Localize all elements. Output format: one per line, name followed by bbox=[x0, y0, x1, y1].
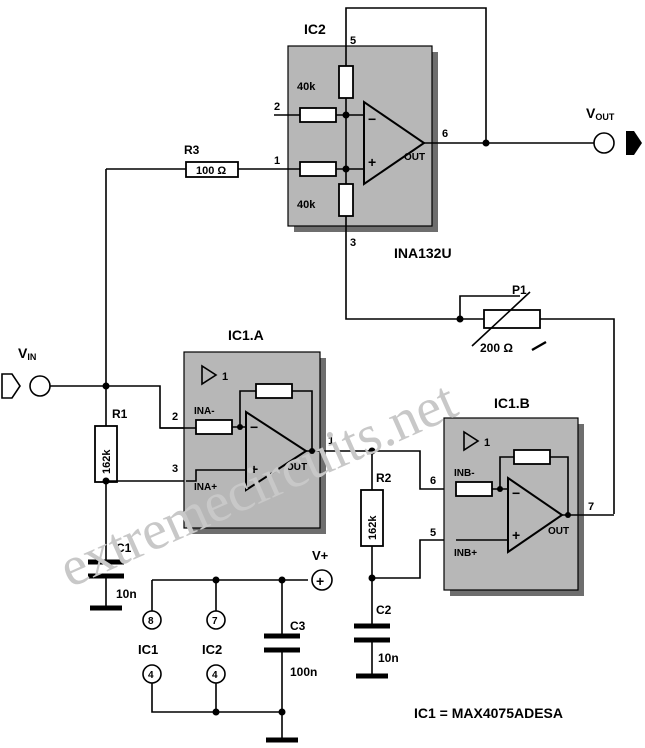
ic1a-channel: 1 bbox=[222, 371, 228, 383]
ic1b-channel: 1 bbox=[484, 437, 490, 449]
ic2-resistor-in2 bbox=[299, 107, 337, 123]
ic2-pin2: 2 bbox=[274, 101, 280, 113]
ic1-power-pin-bottom: 4 bbox=[148, 670, 154, 681]
ic1b-pin7: 7 bbox=[588, 501, 594, 513]
ic2-minus-sign: − bbox=[368, 111, 376, 127]
ic1a-pin2: 2 bbox=[172, 411, 178, 423]
p1-value: 200 Ω bbox=[480, 341, 513, 355]
p1-potentiometer bbox=[483, 309, 541, 329]
ic2-pin6: 6 bbox=[442, 128, 448, 140]
ic1b-pin5: 5 bbox=[430, 527, 436, 539]
ic1a-out-label: OUT bbox=[286, 462, 307, 473]
c1-value: 10n bbox=[116, 587, 137, 601]
ic2-out-label: OUT bbox=[404, 152, 425, 163]
ic1b-pin6: 6 bbox=[430, 475, 436, 487]
ic2-part-number: INA132U bbox=[394, 245, 452, 261]
ic2-opamp bbox=[363, 100, 426, 186]
vout-terminal bbox=[593, 132, 615, 154]
ic2-name: IC2 bbox=[304, 21, 326, 37]
vplus-plus-sign: + bbox=[316, 573, 324, 589]
ic1-pin8-circle bbox=[142, 610, 162, 630]
ic2-pin7-circle bbox=[206, 610, 226, 630]
vplus-terminal bbox=[311, 569, 333, 591]
ic1a-in-minus: INA- bbox=[194, 406, 215, 417]
ic2-resistor-top bbox=[338, 65, 354, 99]
ic1-power-pin-top: 8 bbox=[148, 616, 154, 627]
c3-name: C3 bbox=[290, 619, 306, 633]
ic1b-chip: IC1.B 1 − + INB- INB+ OUT bbox=[443, 395, 584, 596]
ic2-r-top-value: 40k bbox=[297, 81, 316, 93]
ic1a-feedback-resistor bbox=[255, 383, 293, 399]
vplus-label: V+ bbox=[312, 548, 329, 563]
ic1b-buffer-icon bbox=[463, 430, 480, 452]
ic1b-out-label: OUT bbox=[548, 526, 569, 537]
vin-arrow-icon bbox=[1, 373, 21, 399]
r3-value: 100 Ω bbox=[196, 165, 226, 177]
ic2-pin5: 5 bbox=[350, 35, 356, 47]
ic1a-in-plus: INA+ bbox=[194, 482, 217, 493]
ic1b-plus-sign: + bbox=[512, 527, 520, 543]
ic1a-minus-sign: − bbox=[250, 419, 258, 435]
ic2-pin1: 1 bbox=[274, 155, 280, 167]
vin-terminal bbox=[29, 375, 51, 397]
ic1a-plus-sign: + bbox=[250, 461, 258, 477]
ic2-power-pin-bottom: 4 bbox=[212, 670, 218, 681]
ic1a-buffer-icon bbox=[201, 364, 218, 386]
ic1b-opamp bbox=[507, 476, 564, 554]
c3-value: 100n bbox=[290, 665, 317, 679]
ic2-resistor-bottom bbox=[338, 183, 354, 217]
ic1a-opamp bbox=[245, 410, 308, 492]
ic1b-input-resistor bbox=[455, 481, 493, 497]
ic1a-chip: IC1.A 1 − + INA- INA+ OUT bbox=[183, 327, 326, 534]
ic1b-minus-sign: − bbox=[512, 485, 520, 501]
vout-arrow-icon bbox=[626, 131, 642, 155]
ic2-plus-sign: + bbox=[368, 154, 376, 170]
ic2-r-bot-value: 40k bbox=[297, 199, 316, 211]
ic1b-in-minus: INB- bbox=[454, 468, 475, 479]
ic1-power-label: IC1 bbox=[138, 642, 158, 657]
ic2-pin3: 3 bbox=[350, 237, 356, 249]
part-note: IC1 = MAX4075ADESA bbox=[414, 705, 563, 721]
p1-name: P1 bbox=[512, 283, 527, 297]
r1-name: R1 bbox=[112, 407, 128, 421]
ic1a-name: IC1.A bbox=[228, 327, 264, 343]
c1-name: C1 bbox=[116, 541, 132, 555]
r2-value: 162k bbox=[367, 515, 379, 540]
ic2-power-label: IC2 bbox=[202, 642, 222, 657]
ic1a-pin1: 1 bbox=[328, 435, 334, 447]
ic1b-in-plus: INB+ bbox=[454, 548, 477, 559]
r2-name: R2 bbox=[376, 471, 392, 485]
r3-name: R3 bbox=[184, 143, 200, 157]
vin-label: VIN bbox=[18, 345, 36, 362]
vout-label: VOUT bbox=[586, 105, 615, 122]
ic1b-name: IC1.B bbox=[494, 395, 530, 411]
ic1b-feedback-resistor bbox=[513, 449, 551, 465]
ic1a-pin3: 3 bbox=[172, 463, 178, 475]
ic1a-input-resistor bbox=[195, 419, 233, 435]
c2-name: C2 bbox=[376, 603, 392, 617]
c2-value: 10n bbox=[378, 651, 399, 665]
ic2-resistor-in1 bbox=[299, 161, 337, 177]
r1-value: 162k bbox=[101, 449, 113, 474]
ic2-power-pin-top: 7 bbox=[212, 616, 218, 627]
ic2-chip: IC2 INA132U 40k 40k − + OUT bbox=[287, 21, 452, 261]
